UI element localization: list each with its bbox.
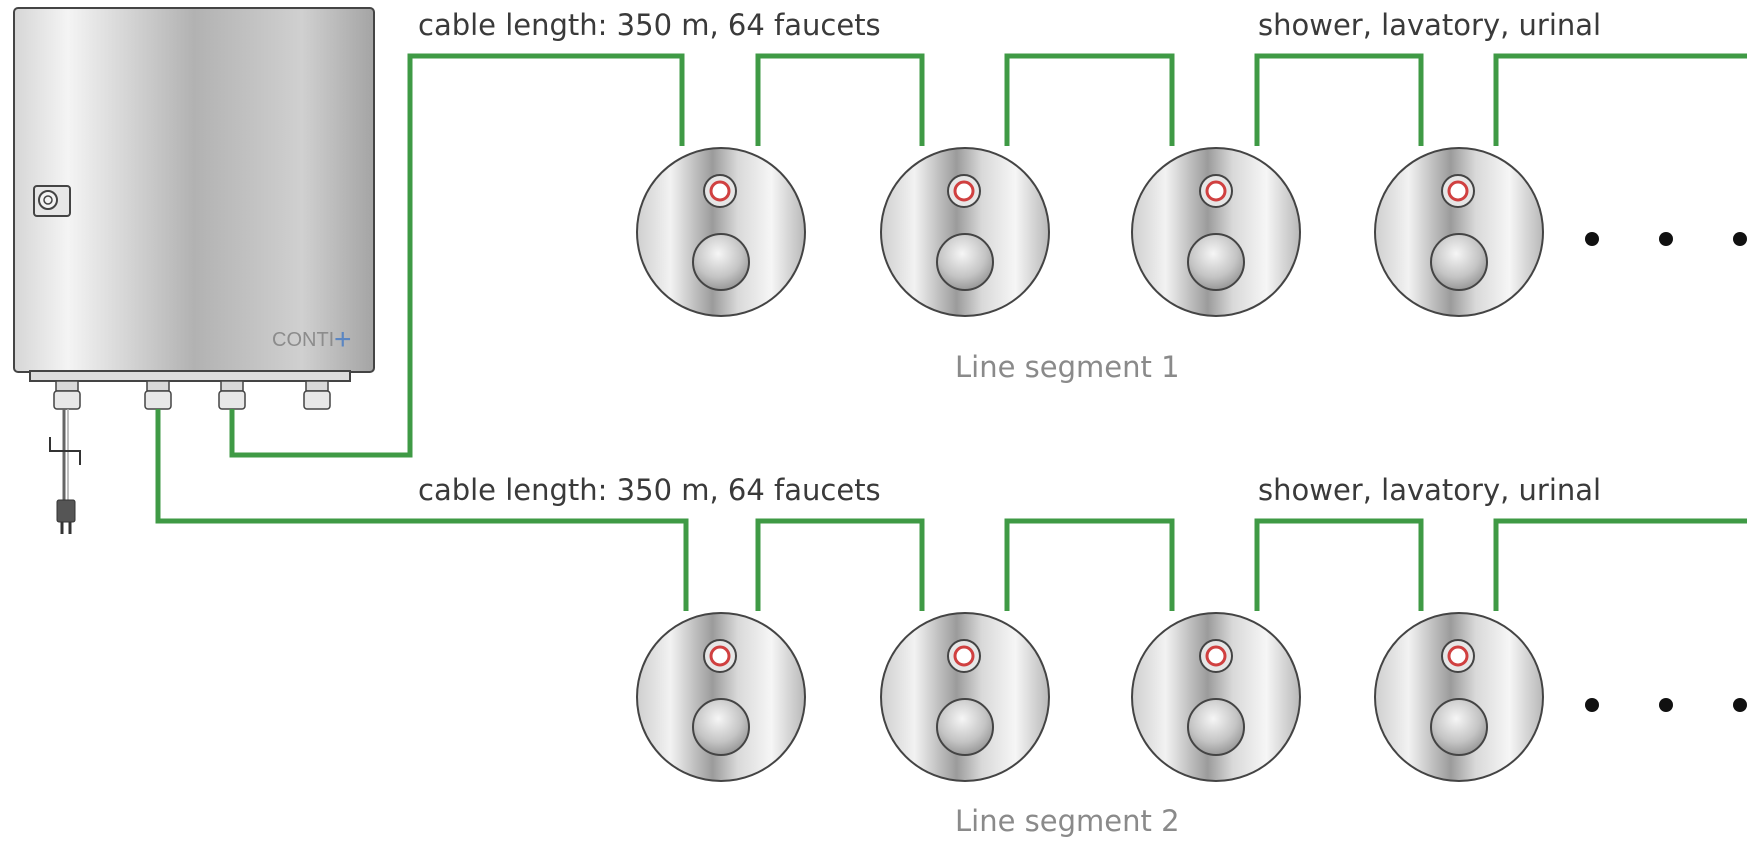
- push-button: [692, 698, 750, 756]
- faucet-2-1: [636, 612, 806, 782]
- brand-logo-plus: +: [334, 323, 352, 356]
- lock-icon: [33, 185, 71, 217]
- faucet-1-1: [636, 147, 806, 317]
- faucet-2-3: [1131, 612, 1301, 782]
- cable-gland-2: [144, 380, 172, 410]
- cable-gland-1: [53, 380, 81, 410]
- controller-unit: CONTI +: [13, 7, 375, 410]
- brand-logo-text: CONTI: [272, 329, 334, 351]
- faucet-types-label-1: shower, lavatory, urinal: [1258, 8, 1601, 42]
- push-button: [1430, 233, 1488, 291]
- push-button: [692, 233, 750, 291]
- cable-label-1: cable length: 350 m, 64 faucets: [418, 8, 881, 42]
- faucet-row-2: [636, 612, 1747, 782]
- faucet-1-4: [1374, 147, 1544, 317]
- faucet-2-4: [1374, 612, 1544, 782]
- controller-bottom-plate: [29, 370, 351, 382]
- faucet-row-1: [636, 147, 1747, 317]
- push-button: [1187, 698, 1245, 756]
- segment-label-1: Line segment 1: [955, 350, 1180, 384]
- cable-line-1: [229, 53, 1747, 458]
- faucet-1-3: [1131, 147, 1301, 317]
- power-plug-icon: [56, 499, 76, 534]
- segment-label-2: Line segment 2: [955, 804, 1180, 838]
- continuation-dots-2: [1585, 698, 1747, 712]
- push-button: [936, 233, 994, 291]
- cable-line-2: [155, 409, 1747, 611]
- faucet-types-label-2: shower, lavatory, urinal: [1258, 473, 1601, 507]
- push-button: [936, 698, 994, 756]
- faucet-2-2: [880, 612, 1050, 782]
- faucet-1-2: [880, 147, 1050, 317]
- power-cord: [49, 409, 81, 534]
- continuation-dots-1: [1585, 232, 1747, 246]
- cable-gland-4: [303, 380, 331, 410]
- cable-gland-3: [218, 380, 246, 410]
- cable-label-2: cable length: 350 m, 64 faucets: [418, 473, 881, 507]
- push-button: [1430, 698, 1488, 756]
- push-button: [1187, 233, 1245, 291]
